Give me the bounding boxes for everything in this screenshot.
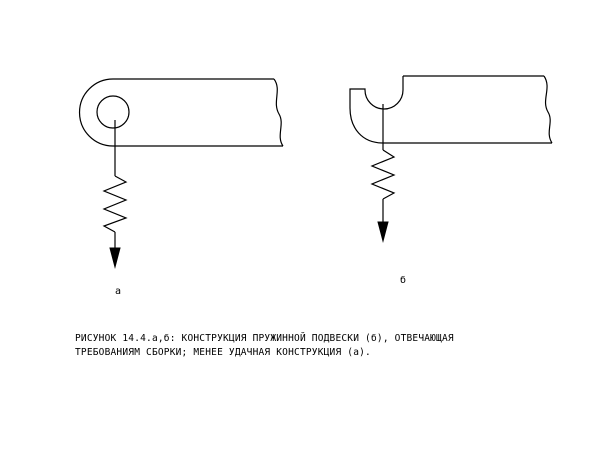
bar-b-notch	[364, 89, 404, 110]
figure-caption: РИСУНОК 14.4.а,б: КОНСТРУКЦИЯ ПРУЖИННОЙ …	[75, 332, 575, 360]
bar-a-outline	[78, 78, 283, 147]
bar-b-break-line	[543, 75, 553, 144]
bar-a-break-line	[273, 78, 284, 147]
hook-bracket-outline	[349, 88, 384, 144]
load-arrow-a	[109, 247, 121, 269]
bar-a-eye-hole	[96, 95, 130, 129]
variant-a-drawing	[78, 78, 284, 248]
spring-b-coils	[370, 149, 396, 200]
caption-line-1: РИСУНОК 14.4.а,б: КОНСТРУКЦИЯ ПРУЖИННОЙ …	[75, 333, 454, 344]
spring-a-coils	[102, 175, 128, 233]
caption-line-2: ТРЕБОВАНИЯМ СБОРКИ; МЕНЕЕ УДАЧНАЯ КОНСТР…	[75, 347, 371, 358]
variant-b-drawing	[349, 75, 553, 222]
label-a: а	[115, 286, 121, 297]
load-arrow-b	[377, 221, 389, 243]
label-b: б	[400, 274, 406, 286]
